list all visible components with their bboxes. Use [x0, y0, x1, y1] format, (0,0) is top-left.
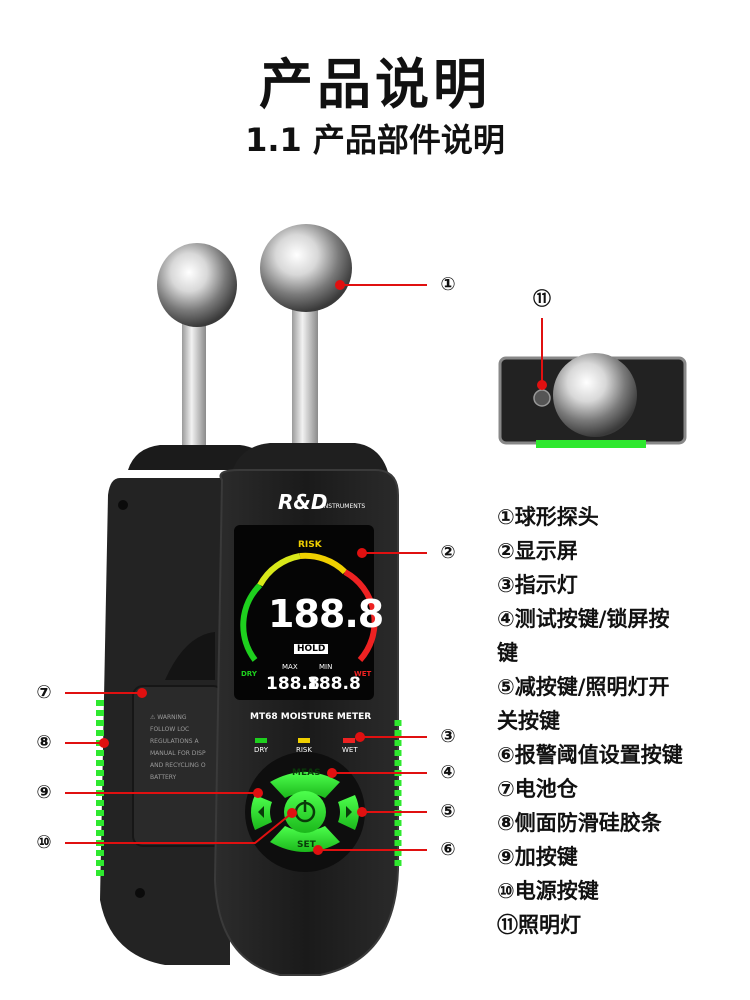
dry-display-label: DRY	[241, 670, 257, 678]
min-reading: 188.8	[307, 674, 361, 694]
callout-6: ⑥	[440, 839, 456, 860]
indicator-risk-light	[298, 738, 310, 743]
top-view-inset	[498, 353, 687, 448]
legend-item: ⑦电池仓	[497, 777, 578, 801]
callout-7: ⑦	[36, 682, 52, 703]
battery-warning-text: ⚠ WARNING FOLLOW LOC REGULATIONS A MANUA…	[150, 714, 206, 781]
main-reading: 188.8	[268, 592, 384, 636]
brand-subtitle: INSTRUMENTS	[322, 503, 366, 510]
max-reading: 188.8	[266, 674, 320, 694]
legend-item: ②显示屏	[497, 539, 578, 563]
callout-4: ④	[440, 762, 456, 783]
indicator-wet-light	[343, 738, 355, 743]
legend-item: ⑤减按键/照明灯开	[497, 675, 670, 699]
legend-item: ⑪照明灯	[497, 913, 581, 937]
page-subtitle: 1.1 产品部件说明	[245, 121, 505, 159]
callout-5: ⑤	[440, 801, 456, 822]
hold-label: HOLD	[294, 644, 329, 654]
legend-item: ⑥报警阈值设置按键	[497, 743, 683, 767]
brand-logo: R&D	[278, 490, 328, 514]
legend-item: ⑩电源按键	[497, 879, 599, 903]
back-probe	[128, 243, 272, 470]
button-cluster	[245, 752, 365, 872]
legend-item: 关按键	[497, 709, 560, 733]
legend-item: ④测试按键/锁屏按	[497, 607, 670, 631]
callout-8: ⑧	[36, 732, 52, 753]
indicator-wet-label: WET	[342, 746, 358, 754]
callout-3: ③	[440, 726, 456, 747]
down-arrow-icon	[346, 806, 352, 818]
front-probe	[232, 224, 388, 472]
callout-9: ⑨	[36, 782, 52, 803]
max-label: MAX	[282, 663, 298, 671]
legend-item: ⑧侧面防滑硅胶条	[497, 811, 662, 835]
callout-11: ⑪	[533, 289, 551, 310]
model-label: MT68 MOISTURE METER	[250, 712, 372, 722]
parts-legend: ①球形探头 ②显示屏 ③指示灯 ④测试按键/锁屏按 键 ⑤减按键/照明灯开 关按…	[497, 500, 737, 942]
indicator-dry-light	[255, 738, 267, 743]
up-arrow-icon	[258, 806, 264, 818]
indicator-dry-label: DRY	[254, 746, 269, 754]
page-title: 产品说明	[259, 53, 491, 116]
display-gauge	[240, 552, 378, 663]
legend-item: 键	[497, 641, 518, 665]
meas-button[interactable]	[270, 772, 340, 798]
legend-item: ①球形探头	[497, 505, 599, 529]
set-button-label[interactable]: SET	[297, 840, 316, 850]
risk-display-label: RISK	[298, 540, 322, 550]
indicator-risk-label: RISK	[296, 746, 312, 754]
flashlight-icon	[533, 389, 551, 407]
set-button[interactable]	[270, 826, 340, 852]
min-label: MIN	[319, 663, 333, 671]
callout-2: ②	[440, 542, 456, 563]
callout-1: ①	[440, 274, 456, 295]
wet-display-label: WET	[354, 670, 372, 678]
leader-lines	[65, 280, 547, 855]
legend-item: ③指示灯	[497, 573, 578, 597]
meas-button-label[interactable]: MEAS	[292, 768, 321, 778]
legend-item: ⑨加按键	[497, 845, 578, 869]
callout-10: ⑩	[36, 832, 52, 853]
